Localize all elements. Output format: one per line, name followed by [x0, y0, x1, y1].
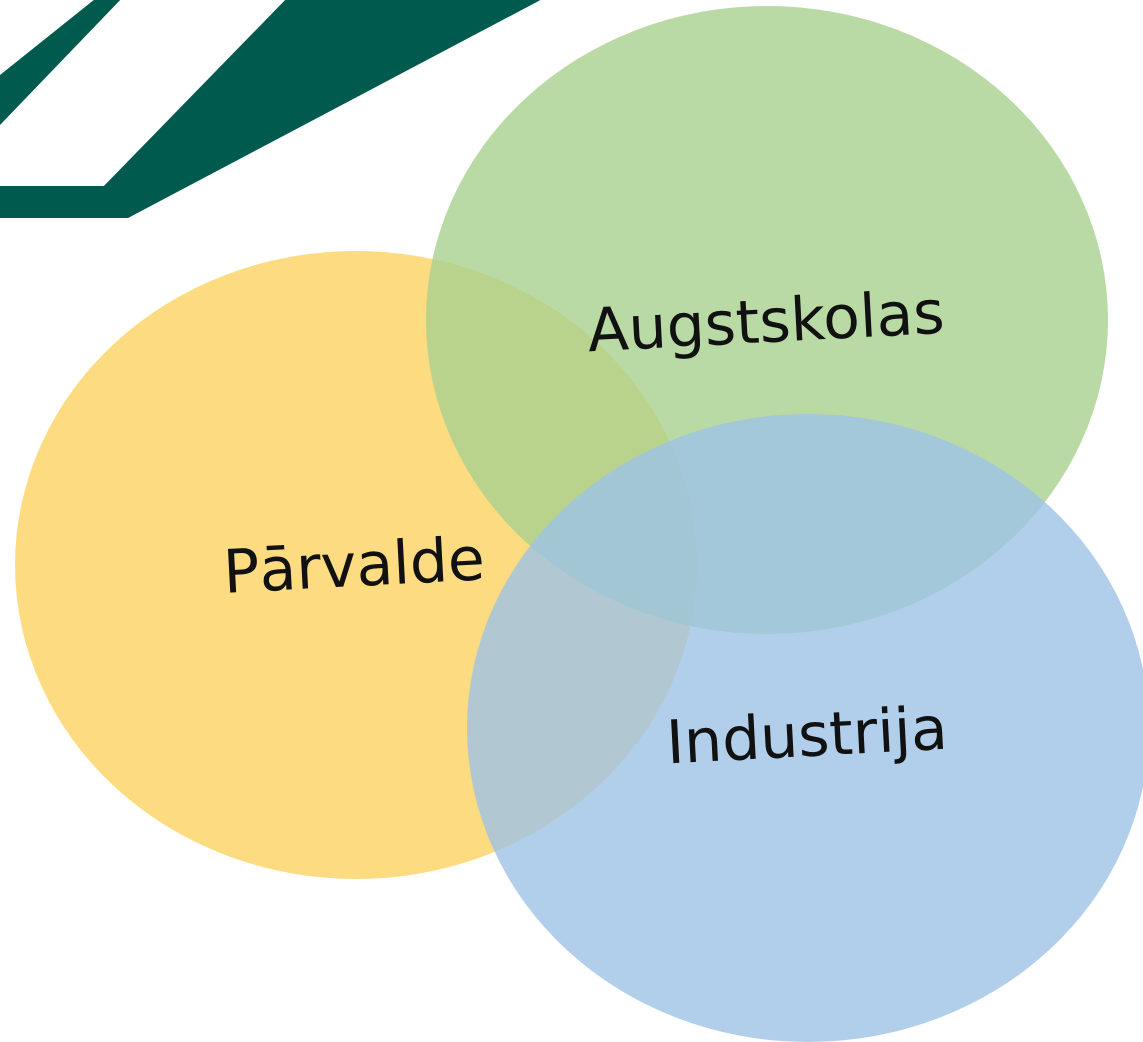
- logo-decoration: [0, 0, 541, 218]
- logo-inner-stripe: [100, 0, 326, 190]
- label-parvalde: Pārvalde: [222, 524, 487, 608]
- label-industrija: Industrija: [665, 694, 950, 779]
- venn-circle-industrija: [467, 414, 1143, 1042]
- logo-inner-cutout: [0, 0, 296, 186]
